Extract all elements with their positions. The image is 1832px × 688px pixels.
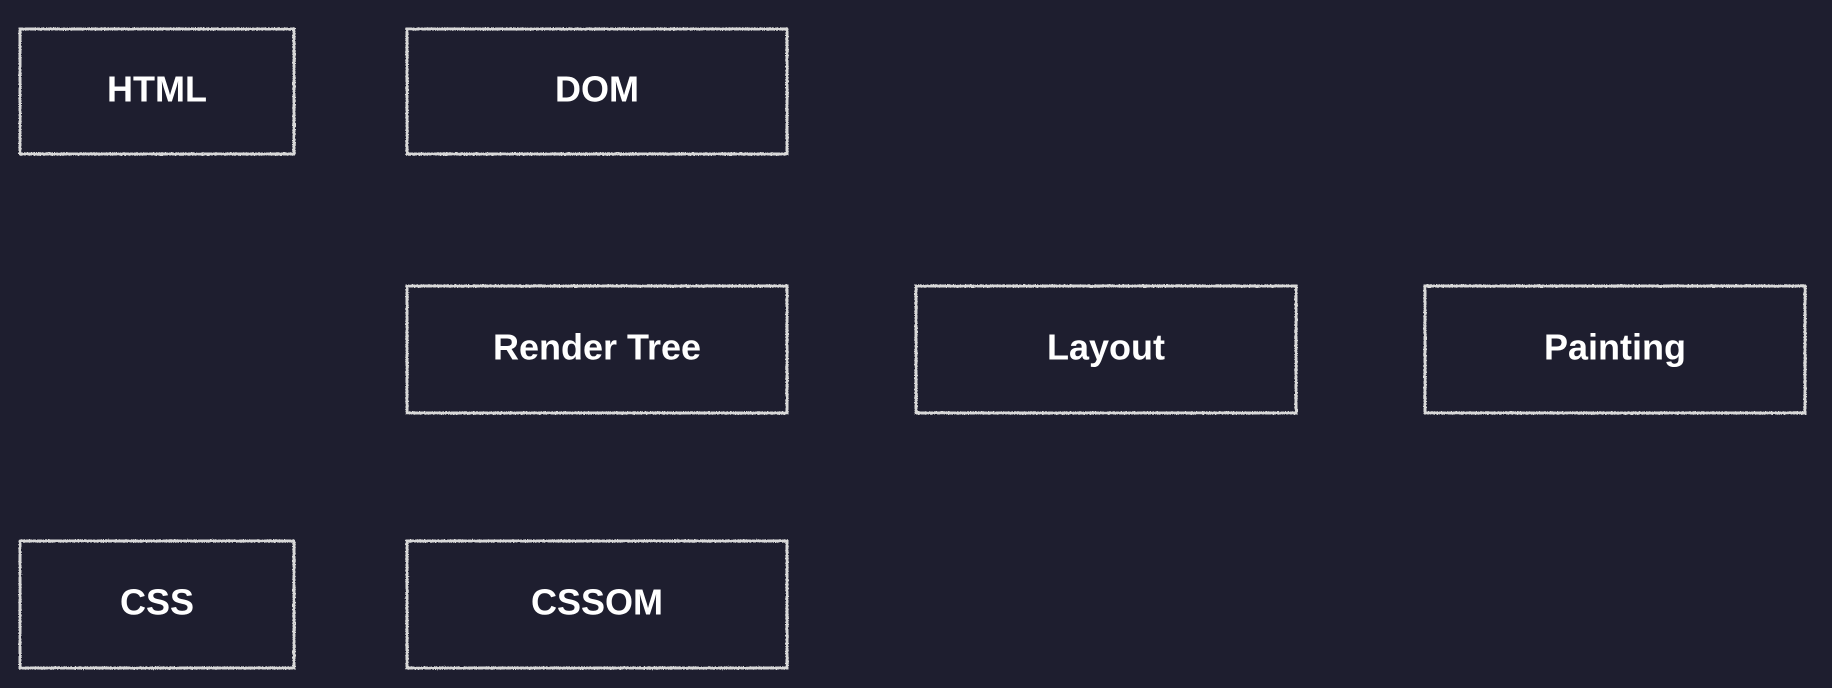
node-painting: Painting bbox=[1423, 284, 1807, 415]
node-render-tree: Render Tree bbox=[405, 284, 789, 415]
node-painting-label: Painting bbox=[1544, 327, 1686, 368]
node-cssom-box bbox=[405, 539, 789, 670]
node-dom-box bbox=[405, 27, 789, 156]
node-css: CSS bbox=[18, 539, 296, 670]
node-render-tree-label: Render Tree bbox=[493, 327, 701, 368]
node-layout-box bbox=[914, 284, 1298, 415]
node-layout: Layout bbox=[914, 284, 1298, 415]
node-cssom-label: CSSOM bbox=[531, 582, 663, 623]
node-html-box bbox=[18, 27, 296, 156]
node-dom-label: DOM bbox=[555, 69, 639, 110]
node-layout-label: Layout bbox=[1047, 327, 1165, 368]
node-render-tree-box bbox=[405, 284, 789, 415]
node-css-label: CSS bbox=[120, 582, 194, 623]
node-css-box bbox=[18, 539, 296, 670]
node-html-label: HTML bbox=[107, 69, 207, 110]
node-dom: DOM bbox=[405, 27, 789, 156]
node-cssom: CSSOM bbox=[405, 539, 789, 670]
node-html: HTML bbox=[18, 27, 296, 156]
node-painting-box bbox=[1423, 284, 1807, 415]
